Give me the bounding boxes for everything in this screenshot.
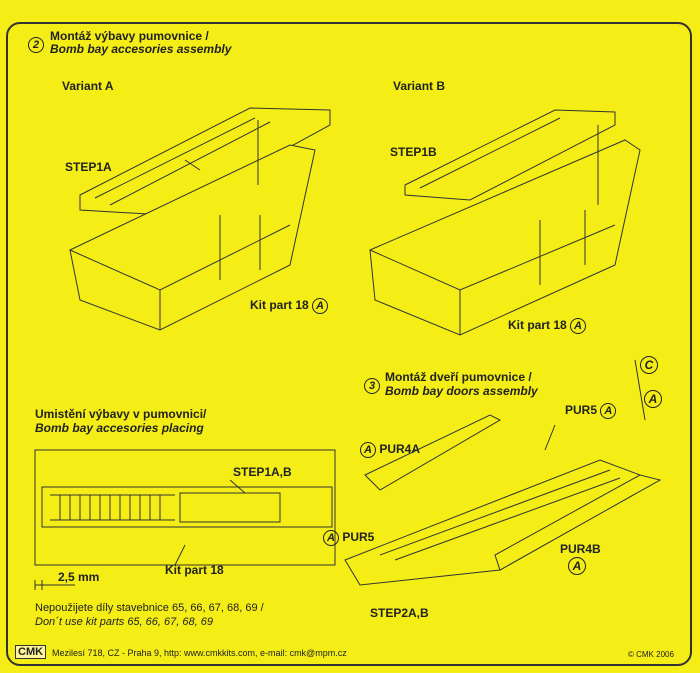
kit-part-text: Kit part 18: [508, 318, 567, 333]
dimension-label: 2,5 mm: [58, 570, 100, 584]
section-3-title-en: Bomb bay doors assembly: [385, 384, 538, 398]
step-number-badge: 2: [28, 36, 44, 53]
step1b-part-drawing: [404, 109, 616, 201]
kit-part-text: Kit part 18: [250, 298, 309, 313]
variant-b-label: Variant B: [393, 79, 446, 93]
kit-part-a-label: Kit part 18 A: [250, 298, 329, 314]
footer-address: Mezilesí 718, CZ - Praha 9, http: www.cm…: [52, 648, 347, 658]
step1ab-label: STEP1A,B: [233, 465, 292, 479]
part-label: PUR5: [342, 530, 375, 545]
part-label: PUR4A: [379, 442, 421, 457]
kit-part-18-b-drawing: [369, 125, 641, 336]
cmk-logo: CMK: [15, 645, 47, 659]
footer-copyright: © CMK 2006: [628, 650, 674, 659]
step2ab-label: STEP2A,B: [370, 606, 429, 620]
page-frame: [6, 22, 692, 666]
part-marker-c: C: [640, 356, 658, 374]
placing-top-view-drawing: [34, 449, 336, 590]
note-en: Don´t use kit parts 65, 66, 67, 68, 69: [35, 616, 213, 628]
kit-part-18-a-drawing: [69, 120, 316, 331]
placing-kit-part-label: Kit part 18: [165, 563, 224, 577]
bomb-bay-doors-drawing: [344, 359, 662, 586]
step1b-label: STEP1B: [390, 145, 437, 159]
pur4b-label: PUR4B: [560, 542, 601, 556]
note-cz: Nepoužijete díly stavebnice 65, 66, 67, …: [35, 602, 264, 614]
section-3-number: 3: [364, 377, 380, 395]
part-marker-a: A: [323, 530, 339, 546]
section-2-title-en: Bomb bay accesories assembly: [50, 42, 232, 56]
variant-a-label: Variant A: [62, 79, 114, 93]
kit-part-b-label: Kit part 18 A: [508, 318, 587, 334]
placing-title-en: Bomb bay accesories placing: [35, 421, 204, 435]
step1a-label: STEP1A: [65, 160, 112, 174]
pur5-left-label: A PUR5: [323, 530, 374, 546]
pur4a-label: A PUR4A: [360, 442, 420, 458]
section-3-title-cz: Montáž dveří pumovnice /: [385, 370, 532, 384]
pur5-top-label: PUR5 A: [565, 403, 617, 419]
part-label: PUR5: [565, 403, 598, 418]
step1a-part-drawing: [79, 107, 331, 216]
part-marker-a: A: [312, 298, 329, 314]
placing-title-cz: Umistění výbavy v pumovnici/: [35, 407, 207, 421]
section-2-title-cz: Montáž výbavy pumovnice /: [50, 29, 209, 43]
part-marker-a: A: [600, 403, 617, 419]
part-marker-a: A: [570, 318, 587, 334]
section-2-number: 2: [28, 36, 44, 54]
part-marker-a: A: [644, 390, 662, 408]
part-marker-a: A: [568, 557, 586, 575]
step-number-badge: 3: [364, 377, 380, 394]
part-marker-a: A: [360, 442, 376, 458]
